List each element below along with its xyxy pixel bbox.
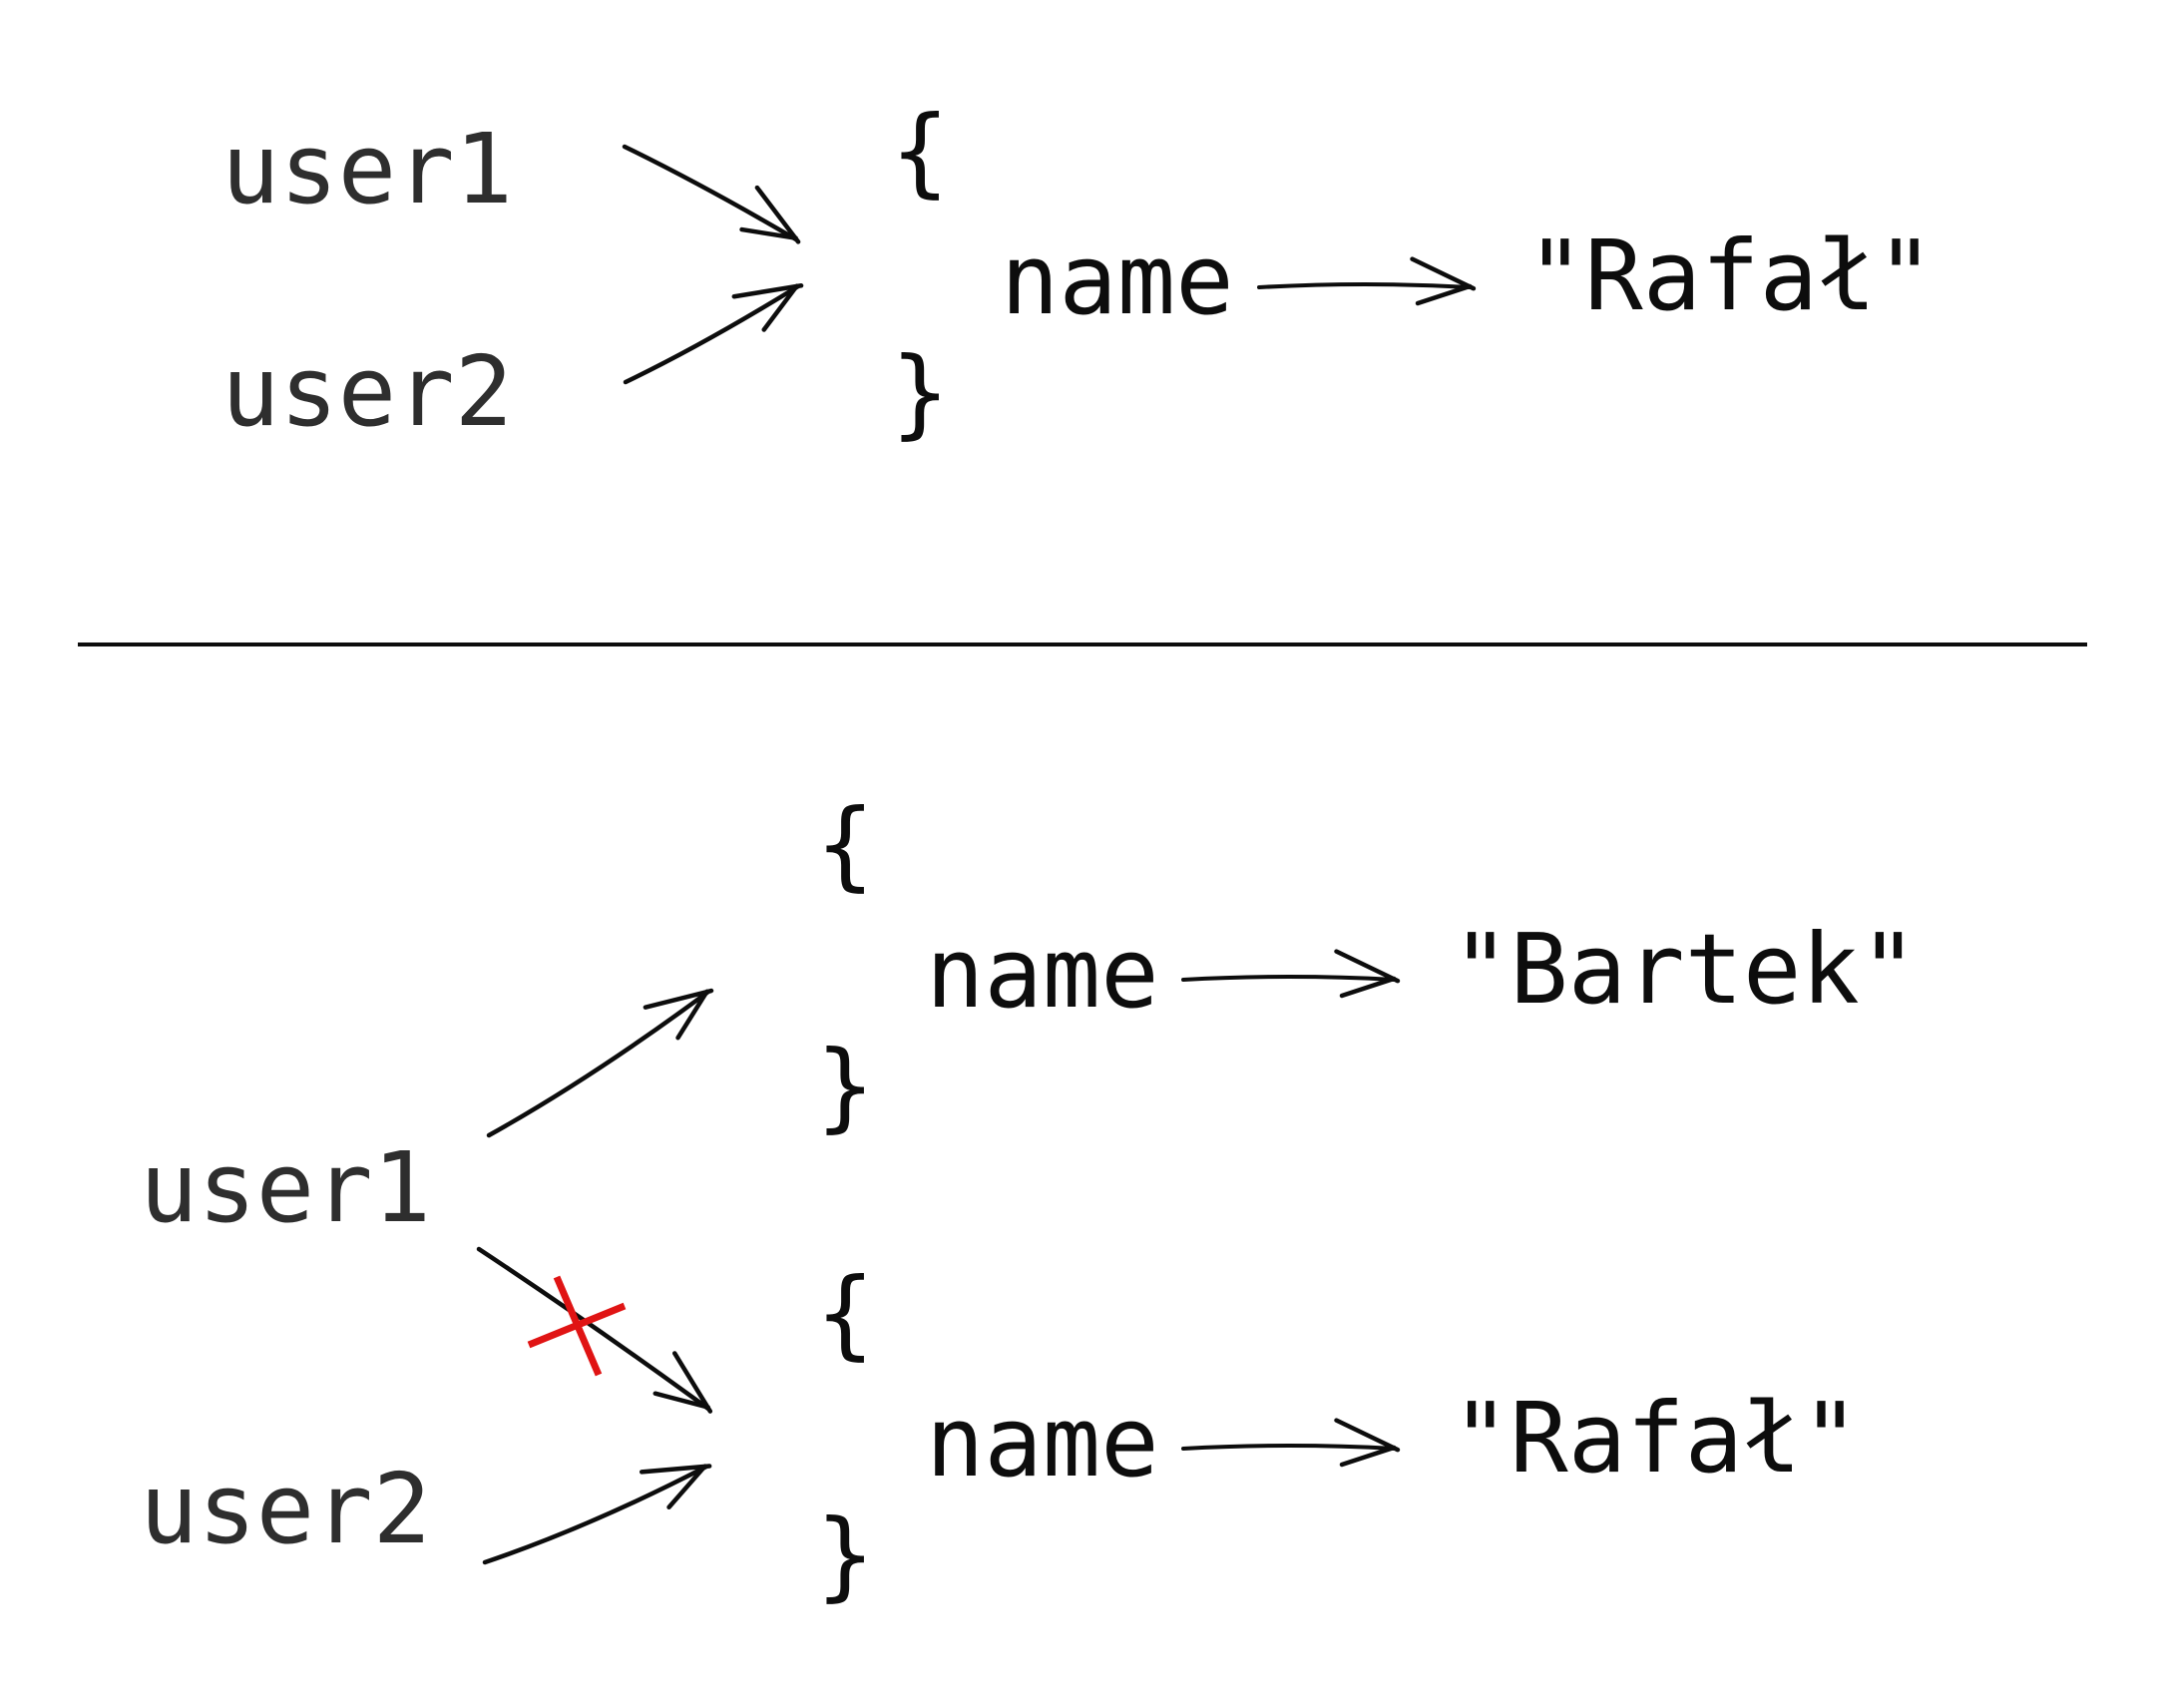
bartek-object-key-name: name [926, 917, 1159, 1030]
rafal-object-brace-close: } [816, 1498, 875, 1611]
top-variable-user1: user1 [221, 113, 513, 225]
top-object-key-name: name [1001, 223, 1234, 336]
top-object-brace-open: { [891, 95, 950, 208]
rafal-object-key-name: name [926, 1386, 1159, 1498]
bartek-object-brace-open: { [816, 788, 875, 901]
section-divider [78, 642, 2087, 646]
top-object-value-rafal: "Rafał" [1526, 219, 1935, 332]
bartek-object-brace-close: } [816, 1030, 875, 1142]
top-object-brace-close: } [891, 336, 950, 449]
bartek-object-value: "Bartek" [1452, 913, 1919, 1026]
top-variable-user2: user2 [221, 335, 513, 448]
rafal-object-brace-open: { [816, 1257, 875, 1370]
rafal-object-value: "Rafał" [1452, 1382, 1860, 1494]
bottom-variable-user1: user1 [140, 1131, 431, 1244]
bottom-variable-user2: user2 [140, 1453, 431, 1565]
